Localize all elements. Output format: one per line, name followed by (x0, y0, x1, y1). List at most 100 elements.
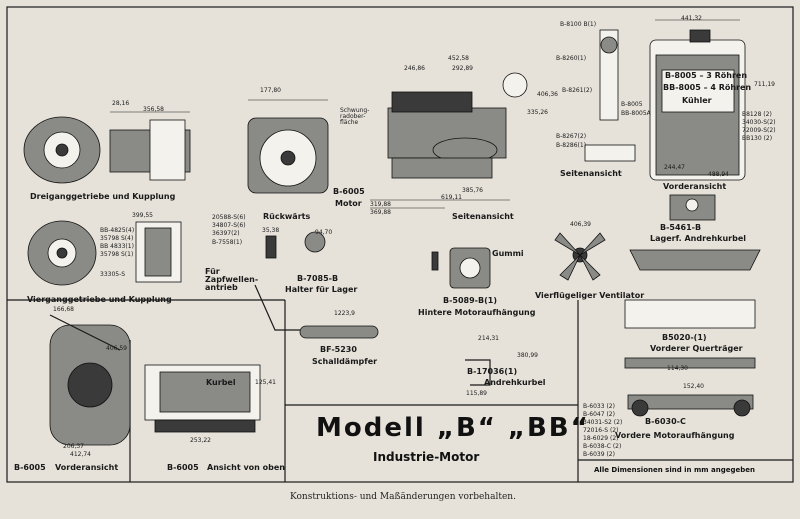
pn-mount-6: B-6039 (2) (583, 451, 615, 458)
pn-trans-b-2: 36397(2) (212, 230, 240, 237)
dim-48894: 488,94 (708, 171, 729, 178)
front-mount-drawing (627, 394, 754, 417)
dim-11430: 114,30 (667, 365, 688, 372)
caption-motor-code: B-6005 (333, 187, 365, 196)
radiator-drawing (584, 19, 746, 181)
dim-24686: 246,86 (404, 65, 425, 72)
transmission-4gear-drawing (27, 220, 182, 286)
dim-29289: 292,89 (452, 65, 473, 72)
caption-hintere: Hintere Motoraufhängung (418, 308, 536, 317)
pn-radiator-mid2: BB-8005A (621, 110, 651, 117)
pn-mount-2: 34031-S2 (2) (583, 419, 623, 426)
caption-quertraeger-code: B5020-(1) (662, 333, 707, 342)
dim-41274: 412,74 (70, 451, 91, 458)
dim-44132: 441,32 (681, 15, 702, 22)
motor-side-view-drawing (370, 72, 528, 209)
pn-radiator-right-1: 34030-S(2) (742, 119, 776, 126)
caption-ventilator: Vierflügeliger Ventilator (535, 291, 645, 300)
caption-seitenansicht: Seitenansicht (452, 212, 514, 221)
pn-radiator-side-b: B-8261(2) (562, 87, 593, 94)
pn-trans-b-3: B-7558(1) (212, 239, 243, 246)
caption-b6005-v: B-6005 (14, 463, 46, 472)
caption-schall: Schalldämpfer (312, 357, 378, 366)
caption-lagerf: Lagerf. Andrehkurbel (650, 234, 746, 243)
drawing-title: Modell „B“ „BB“ (316, 413, 590, 443)
crank-bearing-drawing (669, 194, 716, 221)
dim-35658: 356,58 (143, 106, 164, 113)
caption-zapfwellen: Für Zapfwellen-antrieb (205, 267, 259, 292)
dim-20637: 206,37 (63, 443, 84, 450)
caption-schwung: Schwung-radober-fläche (340, 107, 370, 126)
caption-dreigang: Dreiganggetriebe und Kupplung (30, 192, 176, 201)
dim-38585: 385,76 (462, 187, 483, 194)
pn-radiator-mid: B-8005 (621, 101, 643, 108)
fan-drawing (554, 232, 606, 281)
dim-24447: 244,47 (664, 164, 685, 171)
pn-mount-5: B-6038-C (2) (583, 443, 622, 450)
pn-trans-c: 33305-S (100, 271, 126, 278)
pn-trans-a-3: 35798 S(1) (100, 251, 134, 258)
caption-kurbel: Andrehkurbel (484, 378, 546, 387)
caption-kurbel-code: B-17036(1) (467, 367, 518, 376)
sheet-frame (6, 6, 794, 483)
dim-38099: 380,99 (517, 352, 538, 359)
pn-trans-a-1: 35798 S(4) (100, 235, 134, 242)
caption-oben: Ansicht von oben (207, 463, 285, 472)
pn-radiator-side-c: B-8267(2) (556, 133, 587, 140)
dim-25322: 253,22 (190, 437, 211, 444)
pn-mount-1: B-6047 (2) (583, 411, 615, 418)
pn-radiator-top: B-8100 B(1) (560, 21, 597, 28)
dim-12239: 1223,9 (334, 310, 355, 317)
caption-lagerf-code: B-5461-B (660, 223, 702, 232)
caption-halter-code: B-7085-B (297, 274, 339, 283)
dim-71119: 711,19 (754, 81, 775, 88)
dim-39955: 399,55 (132, 212, 153, 219)
dimensions-note: Alle Dimensionen sind in mm angegeben (594, 466, 755, 474)
pn-mount-0: B-6033 (2) (583, 403, 615, 410)
crank-handle-drawing (465, 359, 491, 386)
rear-mount-drawing (431, 247, 491, 289)
dim-9470: 94,70 (315, 229, 333, 236)
bearing-holder-drawing (265, 231, 326, 259)
caption-motor: Motor (335, 199, 362, 208)
caption-halter: Halter für Lager (285, 285, 358, 294)
drawing-subtitle: Industrie-Motor (373, 450, 480, 464)
pn-radiator-side-a: B-8260(1) (556, 55, 587, 62)
caption-vordere: Vordere Motoraufhängung (615, 431, 735, 440)
dim-45258: 452,58 (448, 55, 469, 62)
motor-front-view-drawing (49, 314, 131, 446)
motor-top-view-drawing (144, 364, 261, 433)
caption-viergang: Vierganggetriebe und Kupplung (27, 295, 172, 304)
dim-2816: 28,16 (112, 100, 130, 107)
caption-hintere-code: B-5089-B(1) (443, 296, 497, 305)
pn-mount-3: 72016-S (2) (583, 427, 619, 434)
dim-40636: 406,36 (537, 91, 558, 98)
pn-radiator-right-3: BB130 (2) (742, 135, 773, 142)
footnote: Konstruktions- und Maßänderungen vorbeha… (290, 492, 516, 502)
pn-trans-b-1: 34807-S(6) (212, 222, 246, 229)
dim-36988: 369,88 (370, 209, 391, 216)
dim-12541: 125,41 (255, 379, 276, 386)
dim-40659: 406,59 (106, 345, 127, 352)
pn-trans-a-0: BB-4825(4) (100, 227, 135, 234)
caption-quertraeger: Vorderer Querträger (650, 344, 743, 353)
caption-b6005-o: B-6005 (167, 463, 199, 472)
pn-trans-a-2: BB 4833(1) (100, 243, 134, 250)
radiator-bb8005: BB-8005 – 4 Röhren (663, 83, 752, 92)
pn-radiator-right-2: 72009-S(2) (742, 127, 776, 134)
pn-mount-4: 18-6029 (2) (583, 435, 619, 442)
pn-trans-b-0: 20588-S(6) (212, 214, 246, 221)
dim-11589: 115,89 (466, 390, 487, 397)
pn-radiator-right-0: B8128 (2) (742, 111, 772, 118)
dim-15240: 152,40 (683, 383, 704, 390)
caption-seitenansicht-small: Seitenansicht (560, 169, 622, 178)
dim-31988: 319,88 (370, 201, 391, 208)
caption-vordere-code: B-6030-C (645, 417, 686, 426)
caption-gummi: Gummi (492, 249, 524, 258)
dim-21431: 214,31 (478, 335, 499, 342)
cross-member-drawing (624, 249, 761, 369)
caption-vorderansicht: Vorderansicht (55, 463, 119, 472)
dim-16668: 166,68 (53, 306, 74, 313)
